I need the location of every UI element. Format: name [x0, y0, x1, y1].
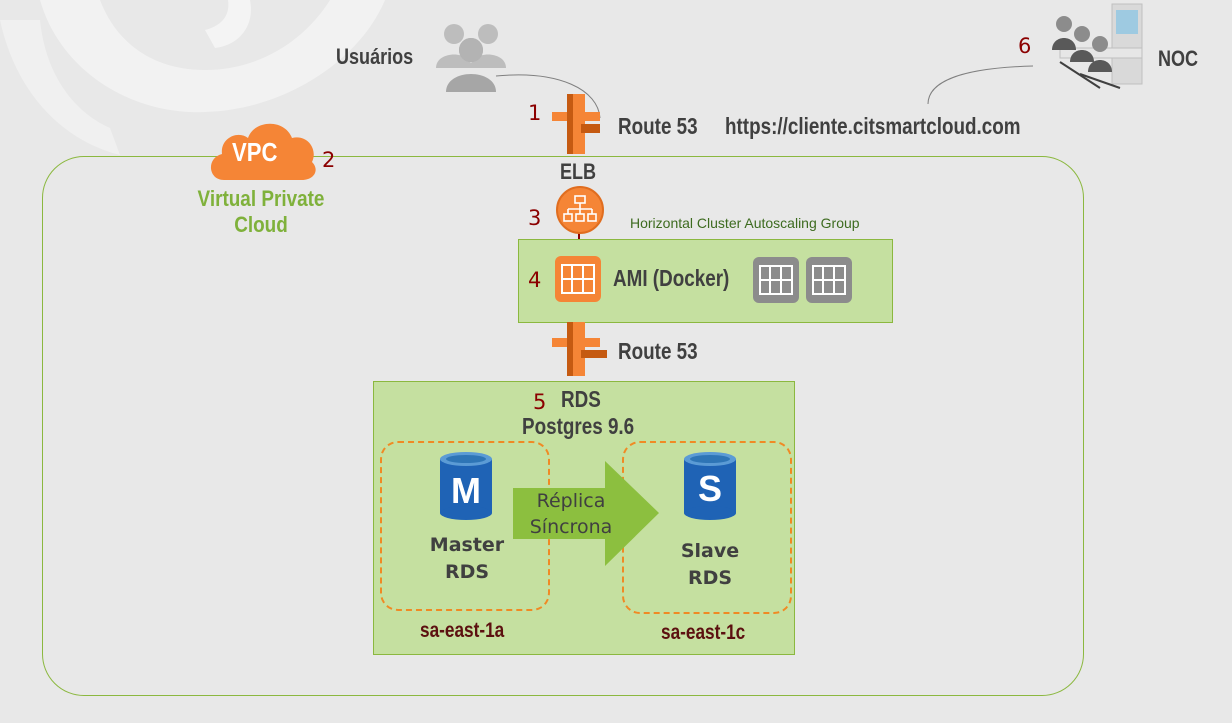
users-label: Usuários [336, 44, 414, 69]
rds-subtitle: Postgres 9.6 [522, 413, 635, 439]
route53-middle-icon [552, 322, 607, 376]
slave-icon-letter: S [697, 468, 722, 509]
vpc-cloud-icon [210, 123, 316, 180]
slave-database-icon [684, 452, 736, 520]
users-group-icon [436, 24, 506, 92]
route53-middle-label: Route 53 [618, 338, 698, 364]
replica-line1: Réplica [536, 490, 606, 512]
step-5-number: 5 [533, 390, 547, 414]
zone-a-label: sa-east-1a [420, 619, 505, 642]
elb-label: ELB [560, 159, 597, 184]
step-1-number: 1 [528, 101, 542, 125]
noc-to-url-line [927, 65, 1034, 105]
replica-line2: Síncrona [529, 516, 613, 538]
vpc-icon-text: VPC [232, 137, 278, 167]
ami-container-icon [555, 256, 601, 302]
slave-rds-line1: Slave [680, 540, 740, 562]
noc-label: NOC [1158, 46, 1199, 71]
zone-c-label: sa-east-1c [661, 621, 746, 644]
elb-load-balancer-icon [556, 186, 604, 234]
asg-title: Horizontal Cluster Autoscaling Group [630, 215, 860, 231]
master-rds-line1: Master [429, 534, 505, 556]
ami-label: AMI (Docker) [613, 265, 730, 291]
ami-instance-gray-icon-1 [753, 257, 799, 303]
slave-rds-label: Slave RDS [658, 538, 762, 592]
rds-title: RDS [561, 386, 601, 412]
url-text[interactable]: https://cliente.citsmartcloud.com [725, 113, 1021, 139]
noc-operators-icon [1052, 3, 1143, 89]
route53-top-label: Route 53 [618, 113, 698, 139]
sync-replication-arrow [513, 461, 659, 566]
background-swirl-graphic [0, 0, 385, 155]
ami-instance-gray-icon-2 [806, 257, 852, 303]
master-icon-letter: M [451, 470, 481, 511]
master-rds-label: Master RDS [415, 532, 519, 586]
vpc-title-line2: Cloud [234, 212, 288, 237]
master-rds-line2: RDS [444, 561, 490, 583]
step-4-number: 4 [528, 268, 542, 292]
step-6-number: 6 [1018, 34, 1032, 58]
step-2-number: 2 [322, 148, 336, 172]
step-3-number: 3 [528, 206, 542, 230]
vpc-title-line1: Virtual Private [197, 186, 325, 211]
master-database-icon [440, 452, 492, 520]
vpc-boundary [42, 156, 1084, 696]
slave-rds-line2: RDS [687, 567, 733, 589]
route53-top-icon [552, 94, 600, 154]
users-to-route53-line [495, 74, 601, 119]
vpc-title: Virtual Private Cloud [197, 186, 326, 238]
replica-label: Réplica Síncrona [515, 488, 627, 540]
